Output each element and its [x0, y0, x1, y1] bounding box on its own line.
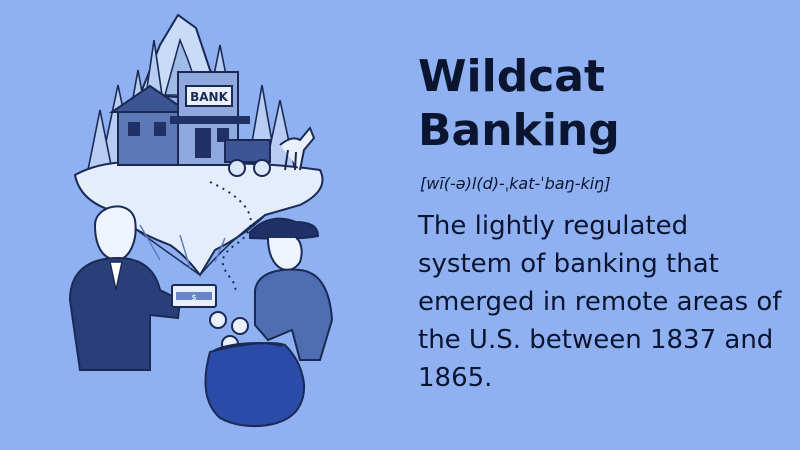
term-title-line-2: Banking — [418, 105, 620, 156]
bank-sign: BANK — [190, 90, 228, 104]
banker-figure — [68, 205, 182, 371]
term-definition-panel: Wildcat Banking [wī(-ə)l(d)-ˌkat-ˈbaŋ-ki… — [418, 50, 788, 397]
term-title-line-1: Wildcat — [418, 51, 605, 102]
term-title: Wildcat Banking — [418, 50, 788, 158]
stagecoach — [224, 126, 316, 177]
money-stack: $ — [171, 284, 217, 308]
money-symbol: $ — [191, 293, 196, 302]
pronunciation: [wī(-ə)l(d)-ˌkat-ˈbaŋ-kiŋ] — [420, 174, 611, 193]
money-bag — [204, 342, 305, 428]
bank-building: BANK — [108, 71, 250, 166]
cowboy-figure — [249, 217, 334, 361]
definition-text: The lightly regulated system of banking … — [418, 211, 782, 393]
wildcat-banking-illustration: BANK $ — [68, 13, 334, 428]
